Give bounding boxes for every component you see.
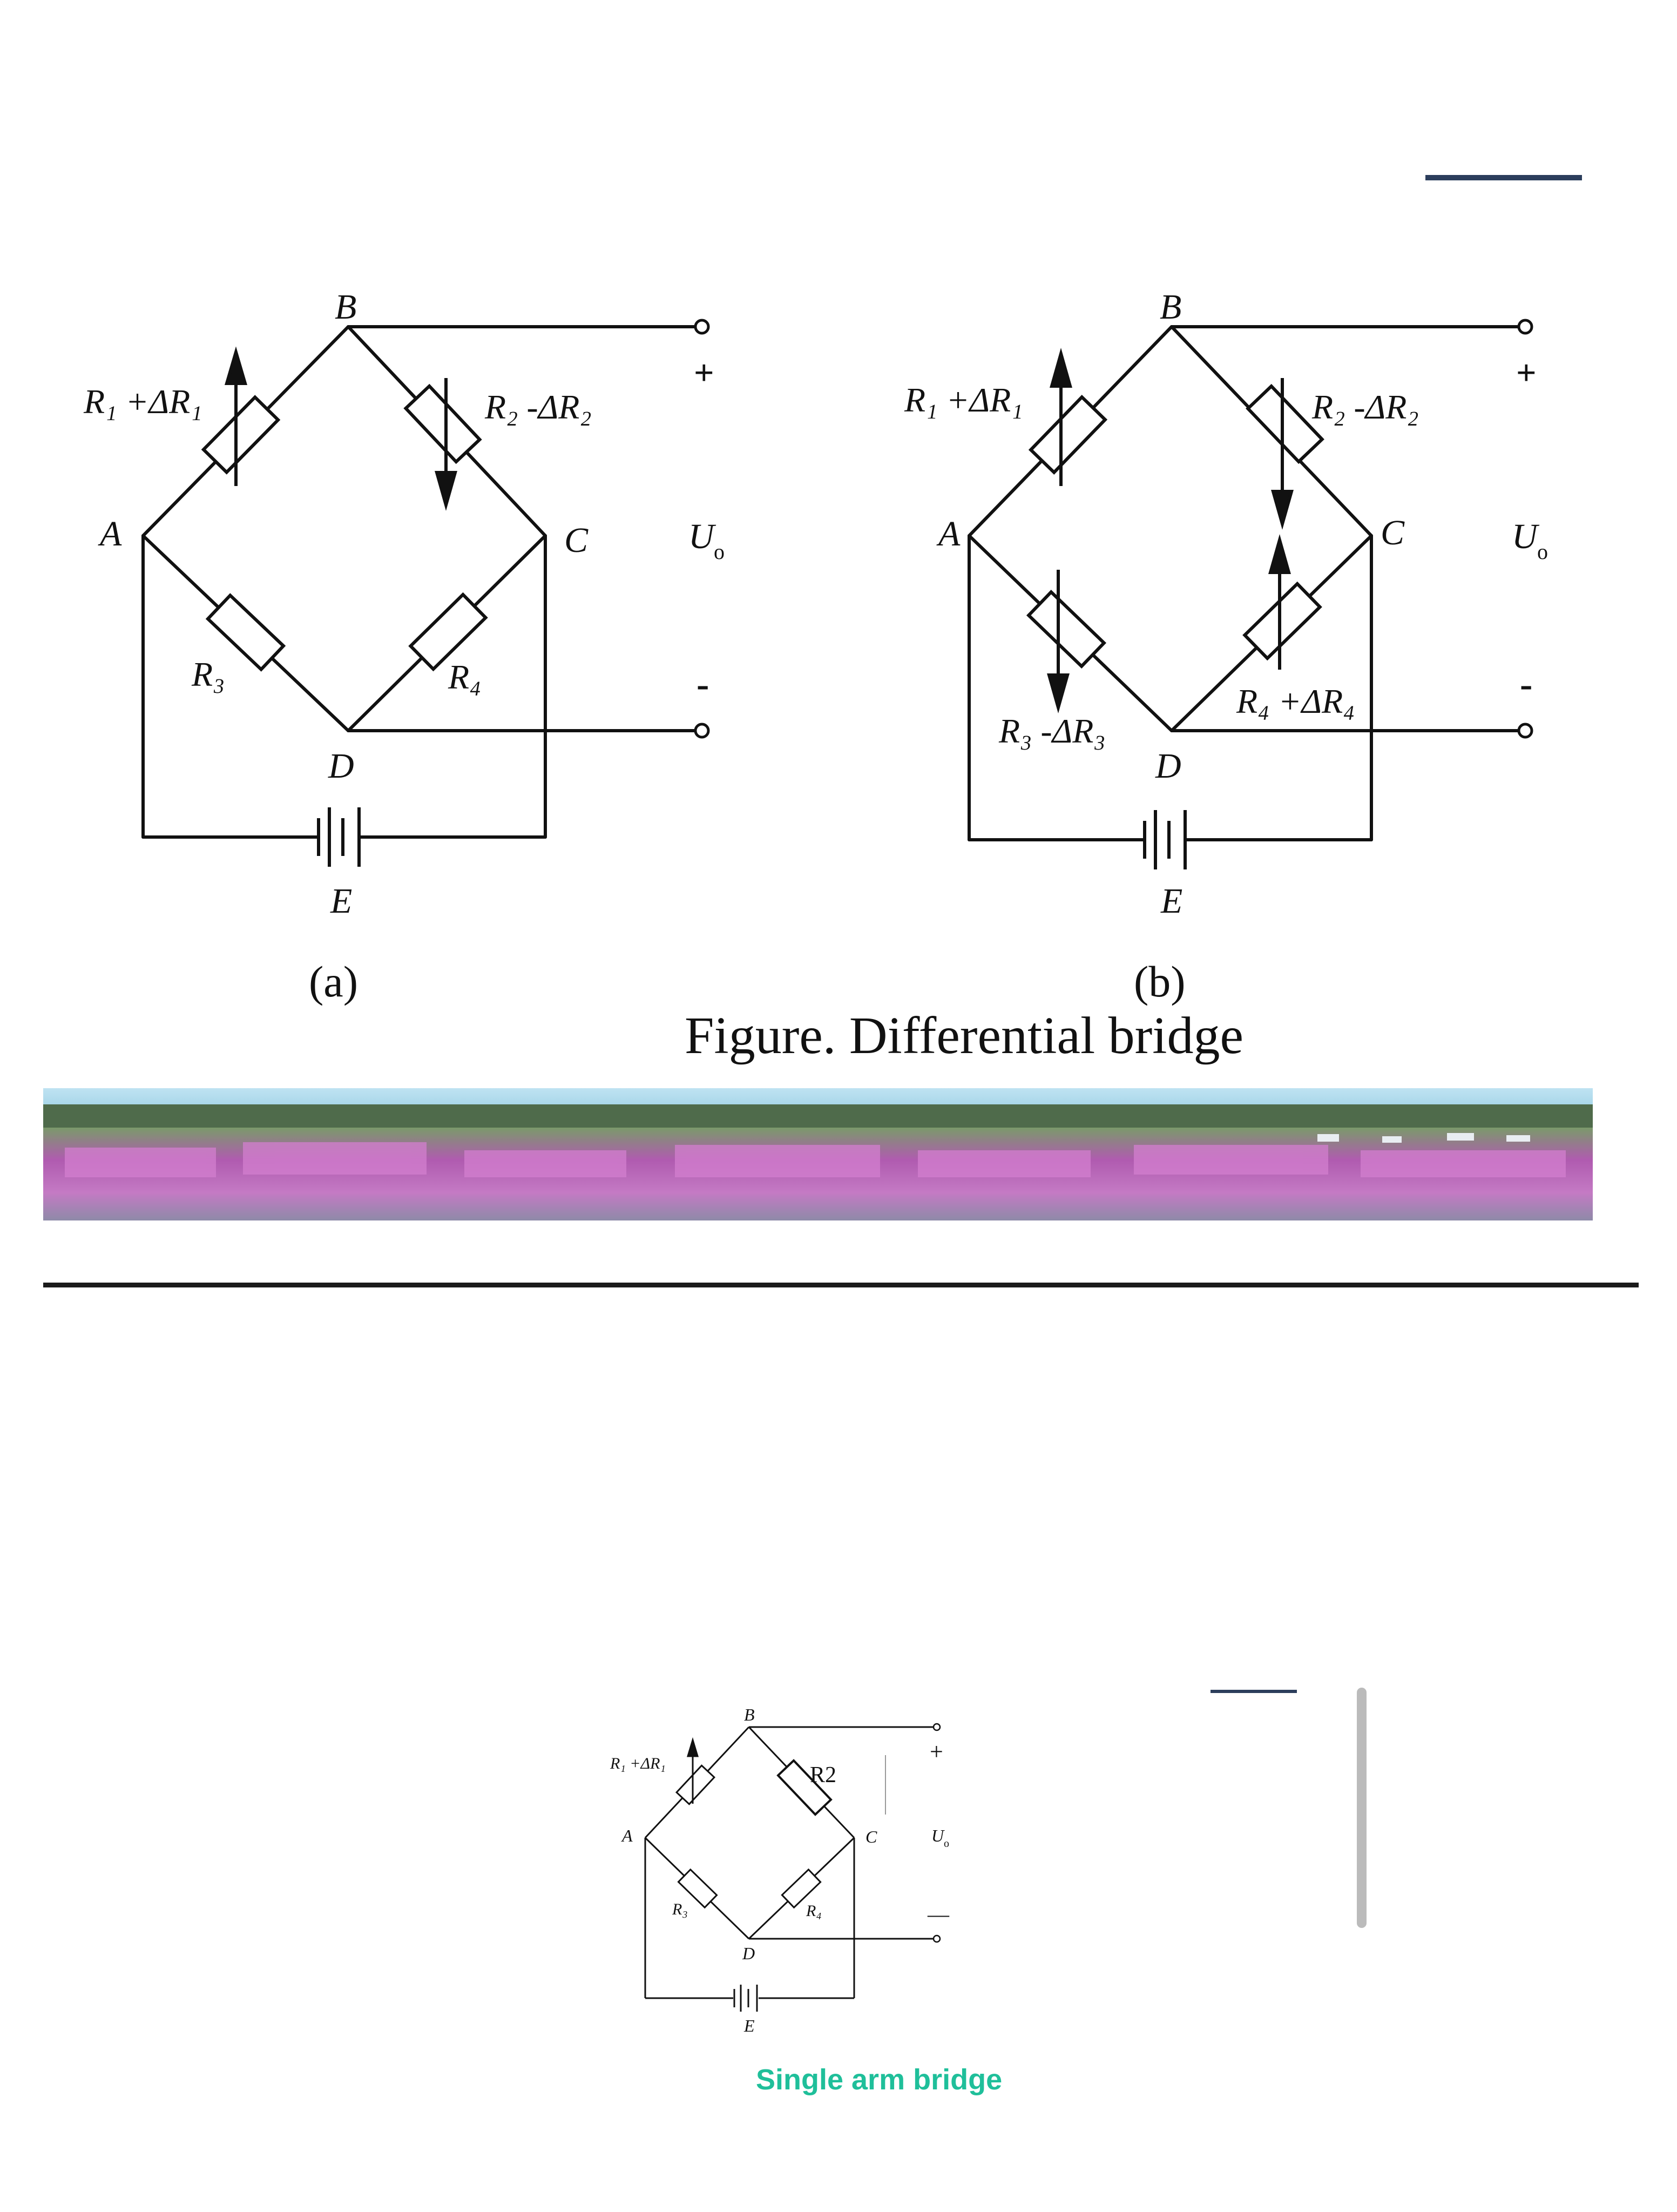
node-b: B bbox=[744, 1705, 755, 1724]
section-divider bbox=[43, 1283, 1639, 1287]
node-e: E bbox=[330, 881, 352, 921]
node-c: C bbox=[1381, 513, 1405, 552]
node-c: C bbox=[865, 1827, 877, 1846]
label-r2: R₂ -ΔR₂ bbox=[1311, 388, 1419, 426]
label-r3: R₃ bbox=[191, 655, 225, 693]
label-r1: R₁ +ΔR₁ bbox=[904, 381, 1023, 419]
resistor-r4 bbox=[781, 1868, 822, 1909]
resistor-r2 bbox=[403, 383, 482, 464]
terminal-plus bbox=[1517, 319, 1533, 335]
resistor-r3 bbox=[205, 593, 286, 672]
label-r3: R₃ bbox=[672, 1900, 688, 1918]
uo-subscript: o bbox=[714, 539, 725, 564]
battery-symbol bbox=[317, 807, 361, 867]
sublabel-b: (b) bbox=[1134, 957, 1186, 1006]
sign-plus: + bbox=[694, 353, 714, 393]
node-c: C bbox=[564, 521, 589, 560]
label-r4: R₄ bbox=[448, 658, 481, 696]
uo-label: U bbox=[688, 517, 716, 556]
node-a: A bbox=[621, 1826, 633, 1845]
label-r4: R₄ bbox=[806, 1902, 822, 1920]
figure-caption: Figure. Differential bridge bbox=[685, 1007, 1244, 1065]
label-r4: R₄ +ΔR₄ bbox=[1236, 682, 1355, 720]
node-a: A bbox=[98, 514, 122, 554]
resistor-r1 bbox=[201, 395, 281, 475]
node-b: B bbox=[1160, 287, 1181, 327]
resistor-r1 bbox=[675, 1764, 716, 1805]
label-r2: R₂ -ΔR₂ bbox=[484, 388, 592, 426]
battery-symbol bbox=[1143, 810, 1187, 869]
header-accent-line bbox=[1425, 175, 1582, 180]
sign-plus: + bbox=[1516, 353, 1537, 393]
node-e: E bbox=[1160, 881, 1182, 921]
resistor-r4 bbox=[408, 592, 488, 672]
resistor-r2 bbox=[776, 1759, 833, 1816]
vertical-scrollbar[interactable] bbox=[1357, 1688, 1367, 1928]
resistor-r3 bbox=[677, 1868, 718, 1909]
resistor-r2 bbox=[1246, 383, 1324, 464]
resistor-r4 bbox=[1242, 581, 1322, 661]
sublabel-a: (a) bbox=[309, 957, 358, 1006]
sign-plus: + bbox=[930, 1738, 943, 1765]
node-a: A bbox=[936, 514, 961, 554]
sign-minus: - bbox=[1520, 664, 1532, 705]
node-e: E bbox=[743, 2016, 755, 2035]
sign-minus: — bbox=[927, 1902, 950, 1926]
node-d: D bbox=[328, 746, 354, 786]
resistor-r3 bbox=[1026, 589, 1107, 669]
node-b: B bbox=[335, 287, 356, 327]
uo-label: U bbox=[1512, 517, 1540, 556]
node-d: D bbox=[742, 1944, 755, 1963]
label-r1: R₁ +ΔR₁ bbox=[610, 1755, 666, 1772]
sign-minus: - bbox=[697, 664, 709, 705]
resistor-r1 bbox=[1028, 395, 1108, 475]
label-r1: R₁ +ΔR₁ bbox=[83, 382, 202, 421]
single-arm-caption: Single arm bridge bbox=[756, 2063, 1003, 2096]
terminal-minus bbox=[694, 723, 710, 739]
label-r3: R₃ -ΔR₃ bbox=[998, 712, 1106, 750]
terminal-minus bbox=[1517, 723, 1533, 739]
accent-line-small bbox=[1211, 1690, 1297, 1693]
uo-subscript: o bbox=[944, 1838, 949, 1850]
node-d: D bbox=[1155, 746, 1181, 786]
label-r2: R2 bbox=[810, 1763, 836, 1788]
terminal-plus bbox=[694, 319, 710, 335]
uo-label: U bbox=[931, 1826, 945, 1845]
uo-subscript: o bbox=[1537, 539, 1548, 564]
